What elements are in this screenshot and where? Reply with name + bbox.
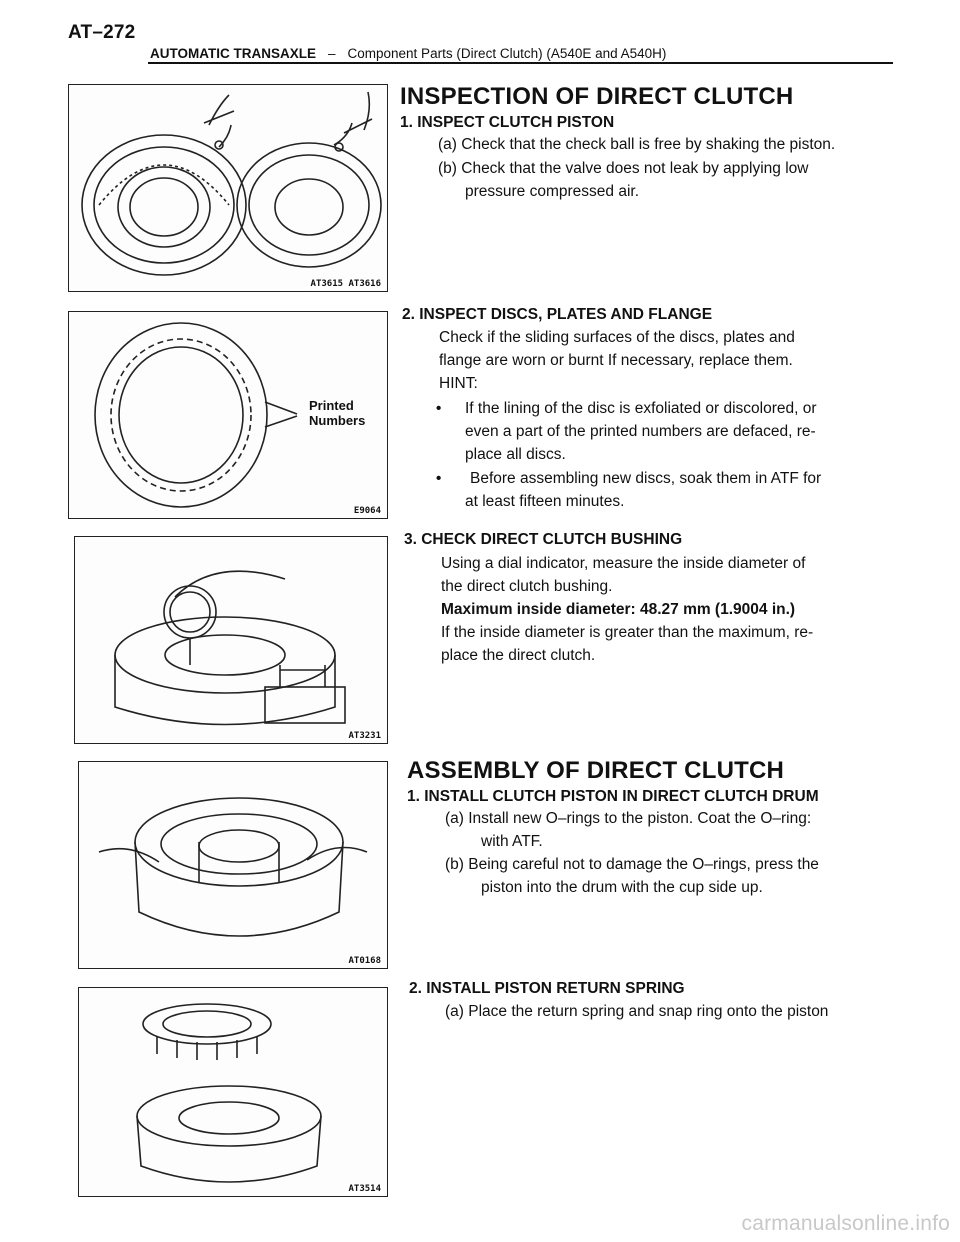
figure-code: AT3514 [346,1184,383,1194]
figure-return-spring: AT3514 [78,987,388,1197]
assembly-step1-b-line2: piston into the drum with the cup side u… [481,879,763,896]
step2-heading: 2. INSPECT DISCS, PLATES AND FLANGE [402,306,713,323]
printed-numbers-callout: Printed Numbers [309,398,366,428]
page-number: AT–272 [68,22,136,43]
bullet-icon: • [436,400,442,417]
assembly-step1-a-line1: (a) Install new O–rings to the piston. C… [445,810,812,827]
disc-illustration [94,322,298,508]
running-header: AUTOMATIC TRANSAXLE–Component Parts (Dir… [150,46,666,61]
figure-piston-drum: AT0168 [78,761,388,969]
step3-line3: If the inside diameter is greater than t… [441,624,814,641]
figure-code: E9064 [351,506,383,516]
step3-heading: 3. CHECK DIRECT CLUTCH BUSHING [404,531,683,548]
step2-hint: HINT: [439,375,478,392]
step3-line4: place the direct clutch. [441,647,596,664]
step2-bullet2-line1: Before assembling new discs, soak them i… [470,470,822,487]
figure-code: AT0168 [346,956,383,966]
figure-code: AT3231 [346,731,383,741]
step3-line1: Using a dial indicator, measure the insi… [441,555,806,572]
assembly-step1-b-line1: (b) Being careful not to damage the O–ri… [445,856,819,873]
step1-a: (a) Check that the check ball is free by… [438,136,836,153]
step2-bullet2-line2: at least fifteen minutes. [465,493,625,510]
step2-bullet1-line3: place all discs. [465,446,566,463]
header-section: AUTOMATIC TRANSAXLE [150,46,316,61]
header-separator: – [328,46,336,61]
assembly-step2-a: (a) Place the return spring and snap rin… [445,1003,829,1020]
header-rule [148,62,893,64]
step1-b-line1: (b) Check that the valve does not leak b… [438,160,809,177]
return-spring-illustration [136,1003,322,1183]
assembly-title: ASSEMBLY OF DIRECT CLUTCH [407,757,785,784]
figure-disc: Printed Numbers E9064 [68,311,388,519]
step1-b-line2: pressure compressed air. [465,183,640,200]
clutch-piston-illustration [81,91,382,276]
figure-clutch-piston: AT3615 AT3616 [68,84,388,292]
step3-spec: Maximum inside diameter: 48.27 mm (1.900… [441,601,796,618]
assembly-step1-heading: 1. INSTALL CLUTCH PISTON IN DIRECT CLUTC… [407,788,819,805]
step2-line1: Check if the sliding surfaces of the dis… [439,329,795,346]
figure-code: AT3615 AT3616 [308,279,383,289]
step3-line2: the direct clutch bushing. [441,578,613,595]
step1-heading: 1. INSPECT CLUTCH PISTON [400,114,615,131]
inspection-title: INSPECTION OF DIRECT CLUTCH [400,83,794,110]
assembly-step1-a-line2: with ATF. [481,833,543,850]
step2-bullet1-line2: even a part of the printed numbers are d… [465,423,816,440]
bullet-icon: • [436,470,442,487]
dial-indicator-illustration [114,570,346,726]
watermark: carmanualsonline.info [741,1212,950,1235]
assembly-step2-heading: 2. INSTALL PISTON RETURN SPRING [409,980,685,997]
figure-dial-indicator: AT3231 [74,536,388,744]
piston-drum-illustration [98,797,368,937]
header-subsection: Component Parts (Direct Clutch) (A540E a… [347,46,667,61]
step2-line2: flange are worn or burnt If necessary, r… [439,352,793,369]
step2-bullet1-line1: If the lining of the disc is exfoliated … [465,400,817,417]
